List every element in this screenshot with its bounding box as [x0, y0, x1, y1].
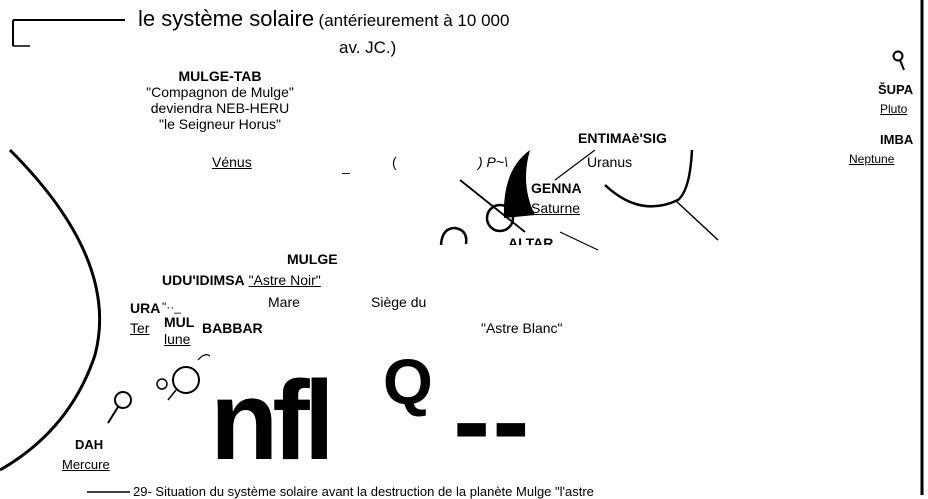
dah-name: DAH: [75, 437, 104, 452]
astre-noir-label: "Astre Noir": [248, 272, 321, 288]
page-title: le système solaire (antérieurement à 10 …: [138, 6, 509, 32]
altar-name: ALTAR: [508, 235, 554, 245]
title-sub-1: (antérieurement à 10 000: [318, 11, 510, 30]
entimasig-name: ENTIMAè'SIG: [578, 130, 667, 146]
mulge-tab-name: MULGE-TAB: [178, 68, 262, 84]
genna-name: GENNA: [531, 180, 582, 196]
saturn-label: Saturne: [531, 200, 581, 216]
mulge-tab-line2: deviendra NEB-HERU: [150, 100, 290, 116]
big-nfl-glyph: nfl: [210, 358, 335, 483]
neptune-label: Neptune: [849, 152, 895, 166]
title-sub-2: av. JC.): [339, 38, 397, 57]
p-fragment: ) P~\: [478, 154, 508, 170]
babbar-name: BABBAR: [202, 320, 263, 336]
mulge-tab-line1: "Compagnon de Mulge": [146, 84, 294, 100]
udu-idimsa-name: UDU'IDIMSA: [162, 272, 245, 288]
terre-label: Ter: [130, 320, 150, 336]
mulge-tab-line3: "le Seigneur Horus": [158, 116, 281, 132]
big-dashes-glyph: --: [453, 358, 532, 483]
mul-name: MUL: [164, 314, 195, 330]
siege-label: Siège du: [371, 294, 427, 310]
uranus-label: Uranus: [587, 154, 633, 170]
ura-name: URA: [130, 300, 161, 316]
mulge-name: MULGE: [287, 251, 338, 267]
udu-idimsa-line: UDU'IDIMSA "Astre Noir": [162, 272, 321, 288]
big-q-glyph: Q: [383, 346, 433, 418]
title-main: le système solaire: [138, 6, 315, 31]
venus-label: Vénus: [212, 154, 252, 170]
supa-name: ŠUPA: [878, 82, 914, 97]
figure-caption: 29- Situation du système solaire avant l…: [133, 484, 594, 499]
mercury-label: Mercure: [62, 457, 110, 472]
lune-label: lune: [164, 331, 191, 347]
dots-fragment: "··_: [162, 300, 181, 314]
mare-label: Mare: [268, 294, 300, 310]
pluto-label: Pluto: [880, 102, 908, 116]
imba-name: IMBA: [880, 132, 914, 147]
paren-fragment: (: [392, 154, 397, 170]
dash-fragment: _: [342, 158, 350, 174]
mulge-tab-block: MULGE-TAB "Compagnon de Mulge" deviendra…: [130, 68, 310, 132]
astre-blanc-label: "Astre Blanc": [481, 320, 563, 336]
